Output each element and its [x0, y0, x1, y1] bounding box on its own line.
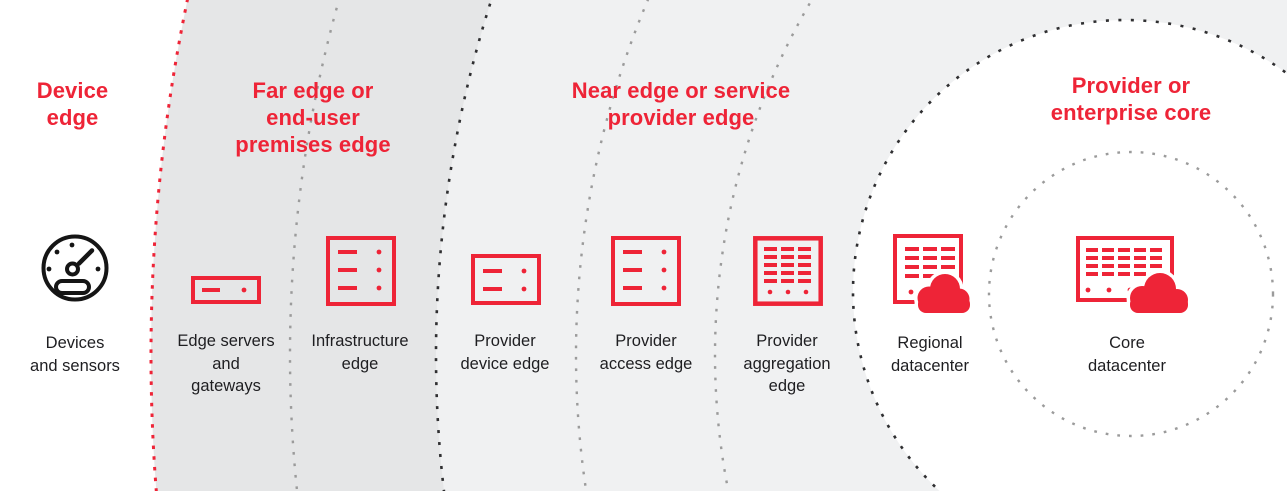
- datacenter-cloud-icon: [893, 234, 974, 316]
- item-label-line: datacenter: [1088, 356, 1166, 375]
- item-label-line: Provider: [615, 332, 677, 350]
- item-label-regional-datacenter: Regional datacenter: [855, 332, 1005, 377]
- zone-title-line: Near edge or service: [571, 78, 791, 103]
- dense-server-icon: [753, 236, 823, 306]
- zone-title-device-edge: Device edge: [0, 77, 145, 131]
- zone-title-far-edge: Far edge or end-user premises edge: [213, 77, 413, 158]
- item-label-devices-and-sensors: Devices and sensors: [0, 332, 150, 377]
- item-label-line: Devices: [45, 334, 105, 352]
- item-label-line: Edge servers: [177, 332, 275, 350]
- item-label-provider-aggregation-edge: Provider aggregation edge: [712, 330, 862, 398]
- item-label-line: Core: [1109, 334, 1145, 352]
- item-label-line: Provider: [474, 332, 536, 350]
- edge-server-icon: [191, 276, 261, 304]
- item-label-line: gateways: [191, 377, 261, 396]
- item-label-line: aggregation: [743, 354, 831, 373]
- server-rack-icon: [326, 236, 396, 306]
- server-rack-icon: [611, 236, 681, 306]
- item-label-line: Infrastructure: [311, 332, 409, 350]
- item-label-infrastructure-edge: Infrastructure edge: [285, 330, 435, 375]
- item-label-core-datacenter: Core datacenter: [1052, 332, 1202, 377]
- item-label-line: Regional: [897, 334, 963, 352]
- wide-datacenter-cloud-icon: [1076, 236, 1192, 316]
- item-label-line: edge: [768, 377, 806, 396]
- zone-title-line: premises edge: [235, 132, 391, 157]
- item-label-line: access edge: [599, 354, 693, 373]
- item-label-line: Provider: [756, 332, 818, 350]
- cloud-glyph: [914, 270, 974, 316]
- cloud-glyph: [1126, 269, 1192, 316]
- item-label-provider-device-edge: Provider device edge: [430, 330, 580, 375]
- zone-title-line: Device: [36, 78, 109, 103]
- core-zone-fill: [853, 20, 1287, 491]
- item-label-line: datacenter: [891, 356, 969, 375]
- near-edge-divider-arc-2: [714, 0, 814, 491]
- item-label-edge-servers-gateways: Edge servers and gateways: [151, 330, 301, 398]
- item-label-line: and: [212, 354, 240, 373]
- item-label-line: edge: [341, 354, 379, 373]
- item-label-provider-access-edge: Provider access edge: [571, 330, 721, 375]
- zone-title-line: edge: [46, 105, 99, 130]
- zone-title-line: end-user: [266, 105, 360, 130]
- zone-title-line: enterprise core: [1050, 100, 1212, 125]
- zone-title-line: Provider or: [1071, 73, 1191, 98]
- zone-title-line: provider edge: [607, 105, 755, 130]
- zone-title-core: Provider or enterprise core: [1000, 72, 1262, 126]
- gauge-icon: [41, 234, 109, 302]
- zone-title-line: Far edge or: [252, 78, 374, 103]
- core-datacenter-circle: [987, 150, 1275, 438]
- item-label-line: and sensors: [30, 356, 120, 375]
- wide-server-icon: [471, 254, 541, 305]
- zone-title-near-edge: Near edge or service provider edge: [531, 77, 831, 131]
- item-label-line: device edge: [460, 354, 550, 373]
